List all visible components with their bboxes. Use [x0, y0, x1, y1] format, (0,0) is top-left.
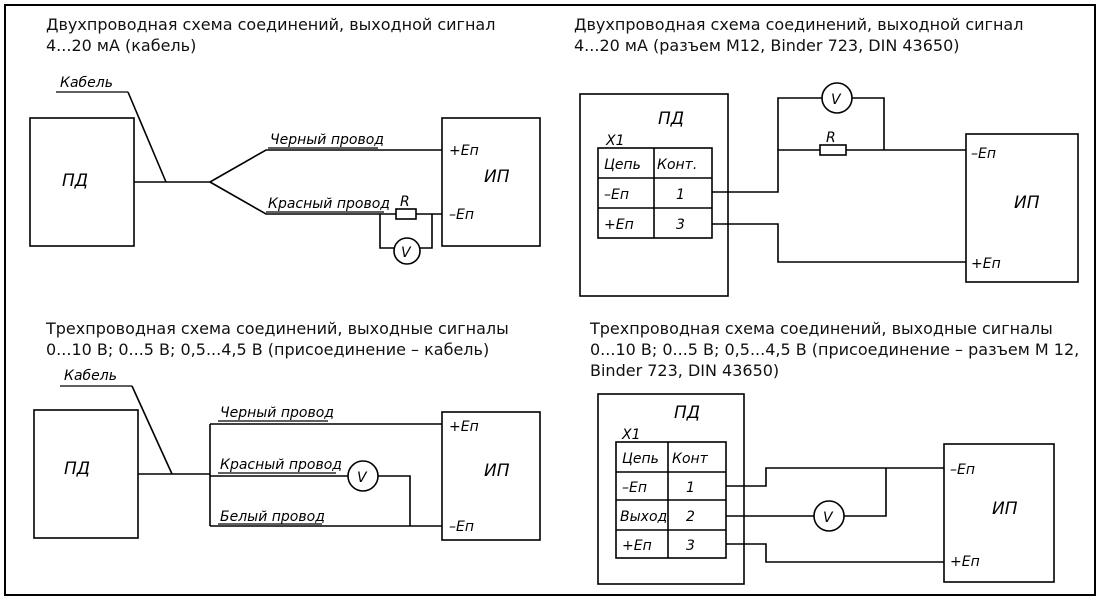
minus-en-label: –Еп [449, 519, 474, 535]
red-wire [209, 181, 396, 215]
sensor-box [597, 393, 745, 585]
supply-box [965, 133, 1079, 283]
voltmeter [821, 82, 853, 114]
minus-en-label: –Еп [971, 146, 996, 162]
col-contact-label: Конт [672, 451, 709, 467]
plus-en-label: +Еп [971, 256, 1001, 272]
caption-three-wire-cable: Трехпроводная схема соединений, выходные… [46, 319, 509, 359]
contact-table [597, 147, 713, 239]
red-wire-label: Красный провод [268, 196, 390, 212]
cable-leader [131, 385, 173, 475]
diagram-two-wire-cable: ПД ИП Кабель R V Черный провод Красный п… [29, 75, 541, 265]
connector-label: Х1 [621, 427, 641, 443]
supply-box [441, 117, 541, 247]
wire-plus [726, 543, 944, 563]
supply-label: ИП [992, 499, 1018, 519]
diagram-two-wire-connector: ПД Х1 Цепь Конт. –Еп 1 +Еп 3 ИП –Еп +Еп … [579, 82, 1079, 297]
table-cell: 1 [686, 480, 695, 496]
diagram-three-wire-connector: ПД Х1 Цепь Конт –Еп 1 Выход 2 +Еп 3 ИП –… [597, 393, 1055, 585]
voltmeter-label: V [823, 510, 834, 526]
voltmeter-label: V [401, 245, 412, 261]
wire-minus [726, 467, 944, 487]
table-cell: Выход [620, 509, 667, 525]
cable-leader [127, 91, 167, 183]
table-cell: –Еп [622, 480, 647, 496]
red-wire-label: Красный провод [220, 457, 342, 473]
caption-three-wire-connector: Трехпроводная схема соединений, выходные… [590, 319, 1080, 380]
cable-label: Кабель [64, 368, 117, 384]
voltmeter-label: V [357, 470, 368, 486]
table-cell: +Еп [604, 217, 634, 233]
sensor-label: ПД [674, 403, 700, 423]
supply-box [441, 411, 541, 541]
minus-en-label: –Еп [950, 462, 975, 478]
diagram-three-wire-cable: ПД ИП Кабель V Черный провод Красный про… [33, 368, 541, 541]
col-contact-label: Конт. [657, 157, 697, 173]
resistor-label: R [826, 130, 836, 146]
supply-label: ИП [484, 167, 510, 187]
caption-two-wire-cable: Двухпроводная схема соединений, выходной… [46, 15, 496, 55]
plus-en-label: +Еп [449, 143, 479, 159]
table-cell: 3 [676, 217, 685, 233]
resistor [819, 144, 847, 156]
wire-minus [712, 149, 820, 193]
plus-en-label: +Еп [950, 554, 980, 570]
sensor-label: ПД [62, 171, 88, 191]
black-wire-label: Черный провод [220, 405, 334, 421]
sensor-label: ПД [658, 109, 684, 129]
resistor [395, 208, 417, 220]
wire-plus [712, 223, 966, 263]
voltmeter-label: V [831, 92, 842, 108]
supply-label: ИП [1014, 193, 1040, 213]
supply-label: ИП [484, 461, 510, 481]
plus-en-label: +Еп [449, 419, 479, 435]
voltmeter [393, 237, 421, 265]
table-cell: +Еп [622, 538, 652, 554]
minus-en-label: –Еп [449, 207, 474, 223]
supply-box [943, 443, 1055, 583]
black-wire-label: Черный провод [270, 132, 384, 148]
cable-label: Кабель [60, 75, 113, 91]
col-circuit-label: Цепь [622, 451, 659, 467]
table-cell: 1 [676, 187, 685, 203]
connector-label: Х1 [605, 133, 625, 149]
black-wire [209, 149, 442, 183]
caption-two-wire-connector: Двухпроводная схема соединений, выходной… [574, 15, 1024, 55]
table-cell: 2 [686, 509, 695, 525]
white-wire-label: Белый провод [220, 509, 325, 525]
sensor-box [579, 93, 729, 297]
resistor-label: R [400, 194, 410, 210]
outer-frame [4, 4, 1096, 596]
sensor-label: ПД [64, 459, 90, 479]
table-cell: –Еп [604, 187, 629, 203]
col-circuit-label: Цепь [604, 157, 641, 173]
table-cell: 3 [686, 538, 695, 554]
